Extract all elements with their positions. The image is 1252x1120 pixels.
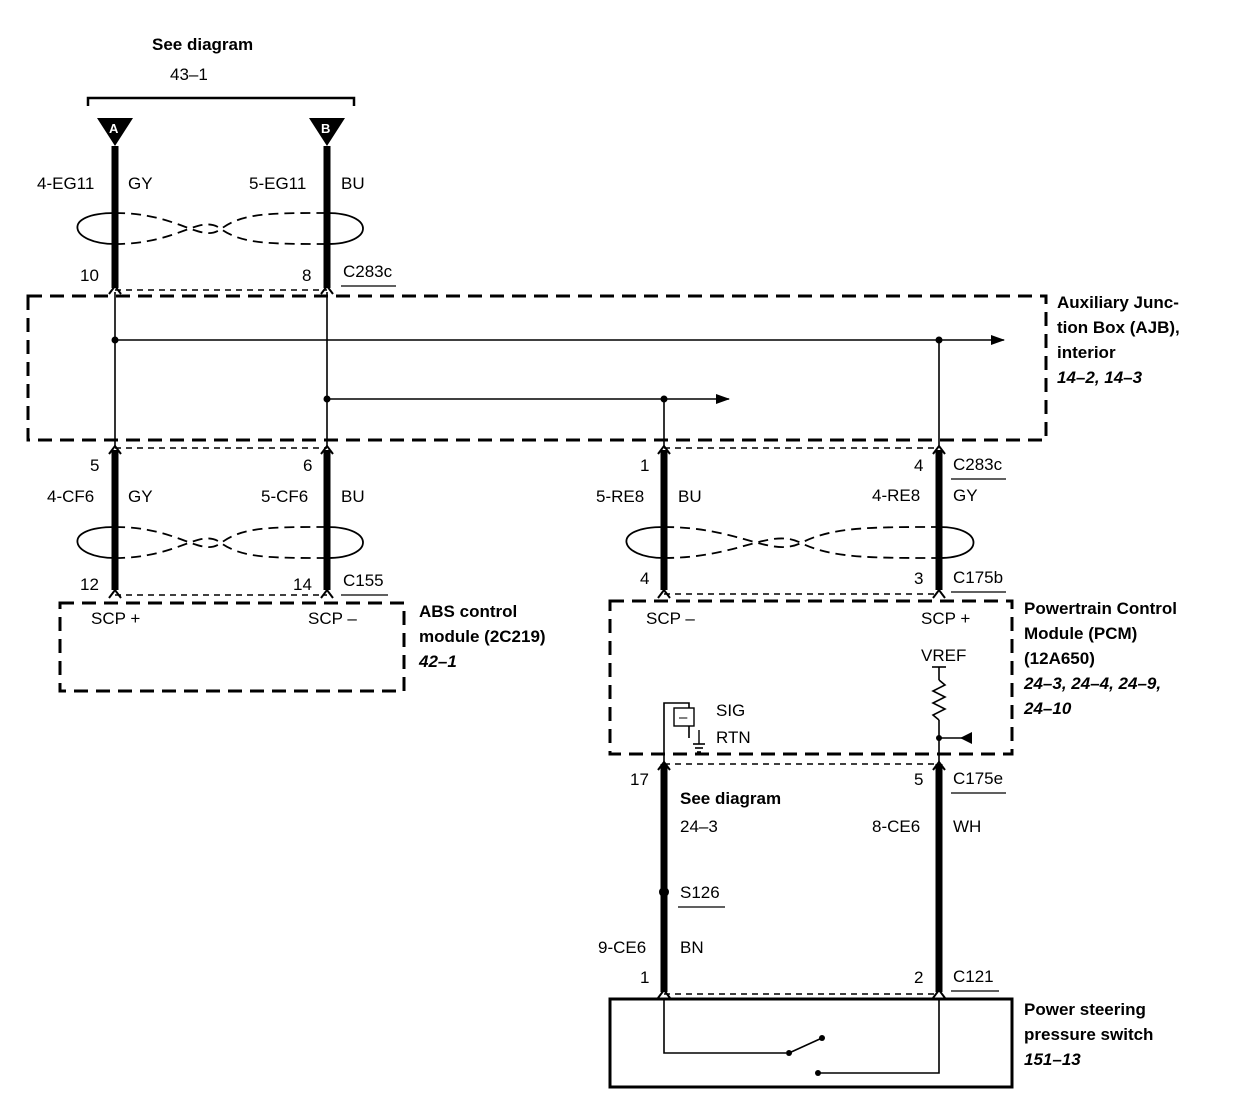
abs-module-box (58, 601, 406, 693)
pin-3-pcm: 3 (914, 569, 923, 588)
wire-5-eg11-color: BU (341, 174, 365, 193)
ajb-refs: 14–2, 14–3 (1057, 368, 1143, 387)
ps-switch-label-line2: pressure switch (1024, 1025, 1153, 1044)
wire-4-cf6-circuit: 4-CF6 (47, 487, 94, 506)
pcm-sig: SIG (716, 701, 745, 720)
pin-17: 17 (630, 770, 649, 789)
abs-scp-minus: SCP – (308, 609, 357, 628)
abs-label-line2: module (2C219) (419, 627, 546, 646)
pcm-label-line1: Powertrain Control (1024, 599, 1177, 618)
top-bracket (86, 96, 356, 106)
pin-5-lower: 5 (914, 770, 923, 789)
wire-4-eg11-circuit: 4-EG11 (37, 174, 94, 193)
wire-8-ce6-circuit: 8-CE6 (872, 817, 920, 836)
connector-c283c-top: C283c (343, 262, 393, 281)
pin-10: 10 (80, 266, 99, 285)
abs-label-line1: ABS control (419, 602, 517, 621)
connector-b-label: B (321, 121, 330, 136)
pin-6-abs: 6 (303, 456, 312, 475)
pin-4-pcm-top: 4 (914, 456, 923, 475)
ps-switch-symbol (663, 998, 940, 1076)
twisted-pair-pcm (625, 526, 975, 559)
wire-9-ce6-circuit: 9-CE6 (598, 938, 646, 957)
wire-8-ce6-color: WH (953, 817, 981, 836)
pcm-module-box (608, 599, 1014, 756)
connector-c175b: C175b (953, 568, 1003, 587)
ps-switch-label-line1: Power steering (1024, 1000, 1146, 1019)
lower-see-diagram-ref: 24–3 (680, 817, 718, 836)
ajb-label-line2: tion Box (AJB), (1057, 318, 1180, 337)
top-see-diagram: See diagram (152, 35, 253, 54)
abs-scp-plus: SCP + (91, 609, 140, 628)
pin-14-abs: 14 (293, 575, 312, 594)
pcm-minus-sign: – (679, 709, 688, 726)
twisted-pair-abs (76, 526, 364, 559)
splice-s126 (659, 887, 669, 897)
pcm-vref: VREF (921, 646, 966, 665)
wire-4-re8-circuit: 4-RE8 (872, 486, 920, 505)
pin-4-pcm-bottom: 4 (640, 569, 649, 588)
wire-4-eg11-color: GY (128, 174, 153, 193)
wire-4-re8-color: GY (953, 486, 978, 505)
wire-5-re8-color: BU (678, 487, 702, 506)
pcm-label-line2: Module (PCM) (1024, 624, 1137, 643)
ps-switch-box (608, 997, 1014, 1089)
pcm-label-line3: (12A650) (1024, 649, 1095, 668)
wire-5-eg11-circuit: 5-EG11 (249, 174, 306, 193)
connector-c175e: C175e (953, 769, 1003, 788)
pcm-sig-rtn-symbol: – (663, 702, 705, 762)
ps-switch-refs: 151–13 (1024, 1050, 1081, 1069)
pcm-vref-resistor (931, 666, 972, 762)
wire-9-ce6-color: BN (680, 938, 704, 957)
pin-2-switch: 2 (914, 968, 923, 987)
abs-refs: 42–1 (418, 652, 457, 671)
pcm-refs-line1: 24–3, 24–4, 24–9, (1023, 674, 1161, 693)
splice-s126-label: S126 (680, 883, 720, 902)
wire-4-cf6-color: GY (128, 487, 153, 506)
pin-12-abs: 12 (80, 575, 99, 594)
wire-5-cf6-circuit: 5-CF6 (261, 487, 308, 506)
pcm-scp-plus: SCP + (921, 609, 970, 628)
ajb-label-line1: Auxiliary Junc- (1057, 293, 1179, 312)
wire-5-re8-circuit: 5-RE8 (596, 487, 644, 506)
connector-c283c-right: C283c (953, 455, 1003, 474)
connector-c155: C155 (343, 571, 384, 590)
connector-a-label: A (109, 121, 119, 136)
connector-c121: C121 (953, 967, 994, 986)
pin-1-pcm: 1 (640, 456, 649, 475)
pcm-scp-minus: SCP – (646, 609, 695, 628)
top-see-diagram-ref: 43–1 (170, 65, 208, 84)
pcm-refs-line2: 24–10 (1023, 699, 1072, 718)
ajb-label-line3: interior (1057, 343, 1116, 362)
pin-5-abs: 5 (90, 456, 99, 475)
ajb-box (26, 294, 1048, 442)
pin-1-switch: 1 (640, 968, 649, 987)
pcm-rtn: RTN (716, 728, 751, 747)
connector-a: A (97, 118, 133, 146)
connector-b: B (309, 118, 345, 146)
pin-8: 8 (302, 266, 311, 285)
twisted-pair-top (76, 212, 364, 245)
lower-see-diagram: See diagram (680, 789, 781, 808)
wire-5-cf6-color: BU (341, 487, 365, 506)
